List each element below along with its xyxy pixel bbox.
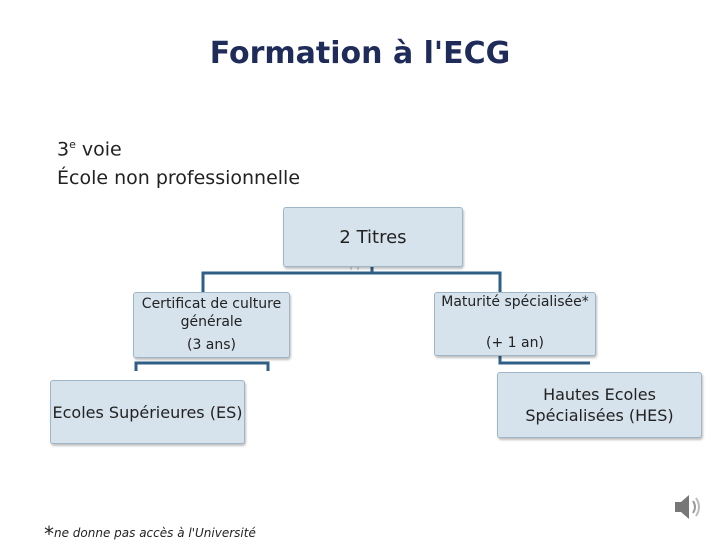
footnote-text: ne donne pas accès à l'Université xyxy=(54,526,256,540)
slide-subtitle: 3e voie École non professionnelle xyxy=(57,130,300,193)
left-connector xyxy=(134,361,270,371)
box-certificat-duration: (3 ans) xyxy=(186,337,237,353)
subtitle-ordinal: 3 xyxy=(57,138,70,161)
footnote-marker: * xyxy=(44,522,54,546)
subtitle-line-1: 3e voie xyxy=(57,130,300,164)
box-two-titles-label: 2 Titres xyxy=(339,226,407,248)
box-maturite-label: Maturité spécialisée* xyxy=(441,294,589,310)
subtitle-way: voie xyxy=(75,138,122,161)
footnote: *ne donne pas accès à l'Université xyxy=(44,518,256,546)
box-certificat-label: Certificat de culture générale xyxy=(141,296,282,330)
right-connector xyxy=(498,356,590,365)
speaker-icon[interactable] xyxy=(671,490,705,528)
box-es-label: Ecoles Supérieures (ES) xyxy=(52,402,243,422)
slide-title: Formation à l'ECG xyxy=(209,36,511,71)
subtitle-ordinal-sup: e xyxy=(69,138,76,151)
subtitle-line-2: École non professionnelle xyxy=(57,167,301,190)
root-connector xyxy=(201,271,502,293)
box-ecoles-superieures: Ecoles Supérieures (ES) xyxy=(50,380,245,444)
box-hes-label: Hautes Ecoles Spécialisées (HES) xyxy=(525,385,674,425)
box-certificat: Certificat de culture générale (3 ans) xyxy=(133,292,290,358)
box-maturite: Maturité spécialisée* (+ 1 an) xyxy=(434,292,596,356)
box-maturite-duration: (+ 1 an) xyxy=(486,335,544,351)
box-two-titles: 2 Titres xyxy=(283,207,463,267)
box-hautes-ecoles: Hautes Ecoles Spécialisées (HES) xyxy=(497,372,702,438)
